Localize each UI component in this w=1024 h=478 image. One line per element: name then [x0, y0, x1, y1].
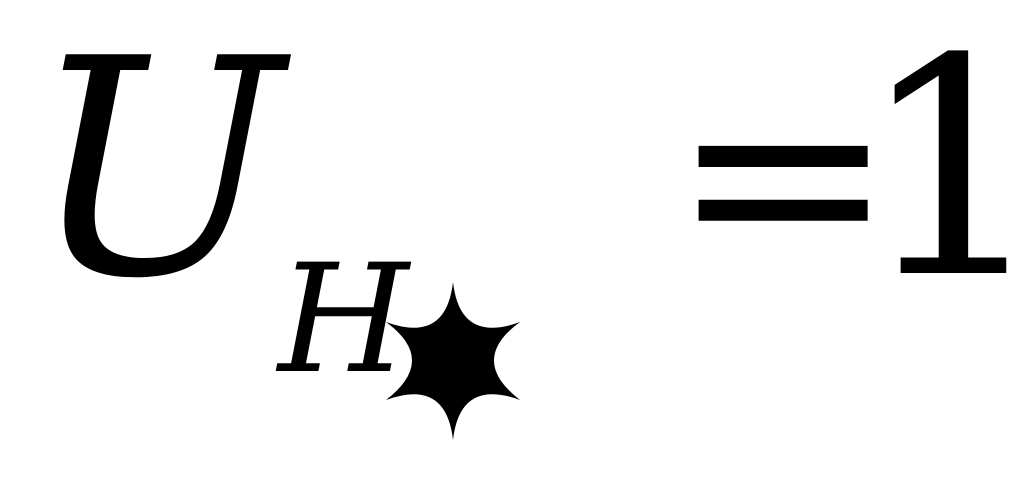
star-icon: [386, 282, 520, 440]
subscript-letter: H: [278, 233, 409, 407]
value: 1: [858, 0, 1024, 344]
equals-sign: =: [670, 17, 897, 332]
base-symbol: U: [30, 0, 283, 344]
